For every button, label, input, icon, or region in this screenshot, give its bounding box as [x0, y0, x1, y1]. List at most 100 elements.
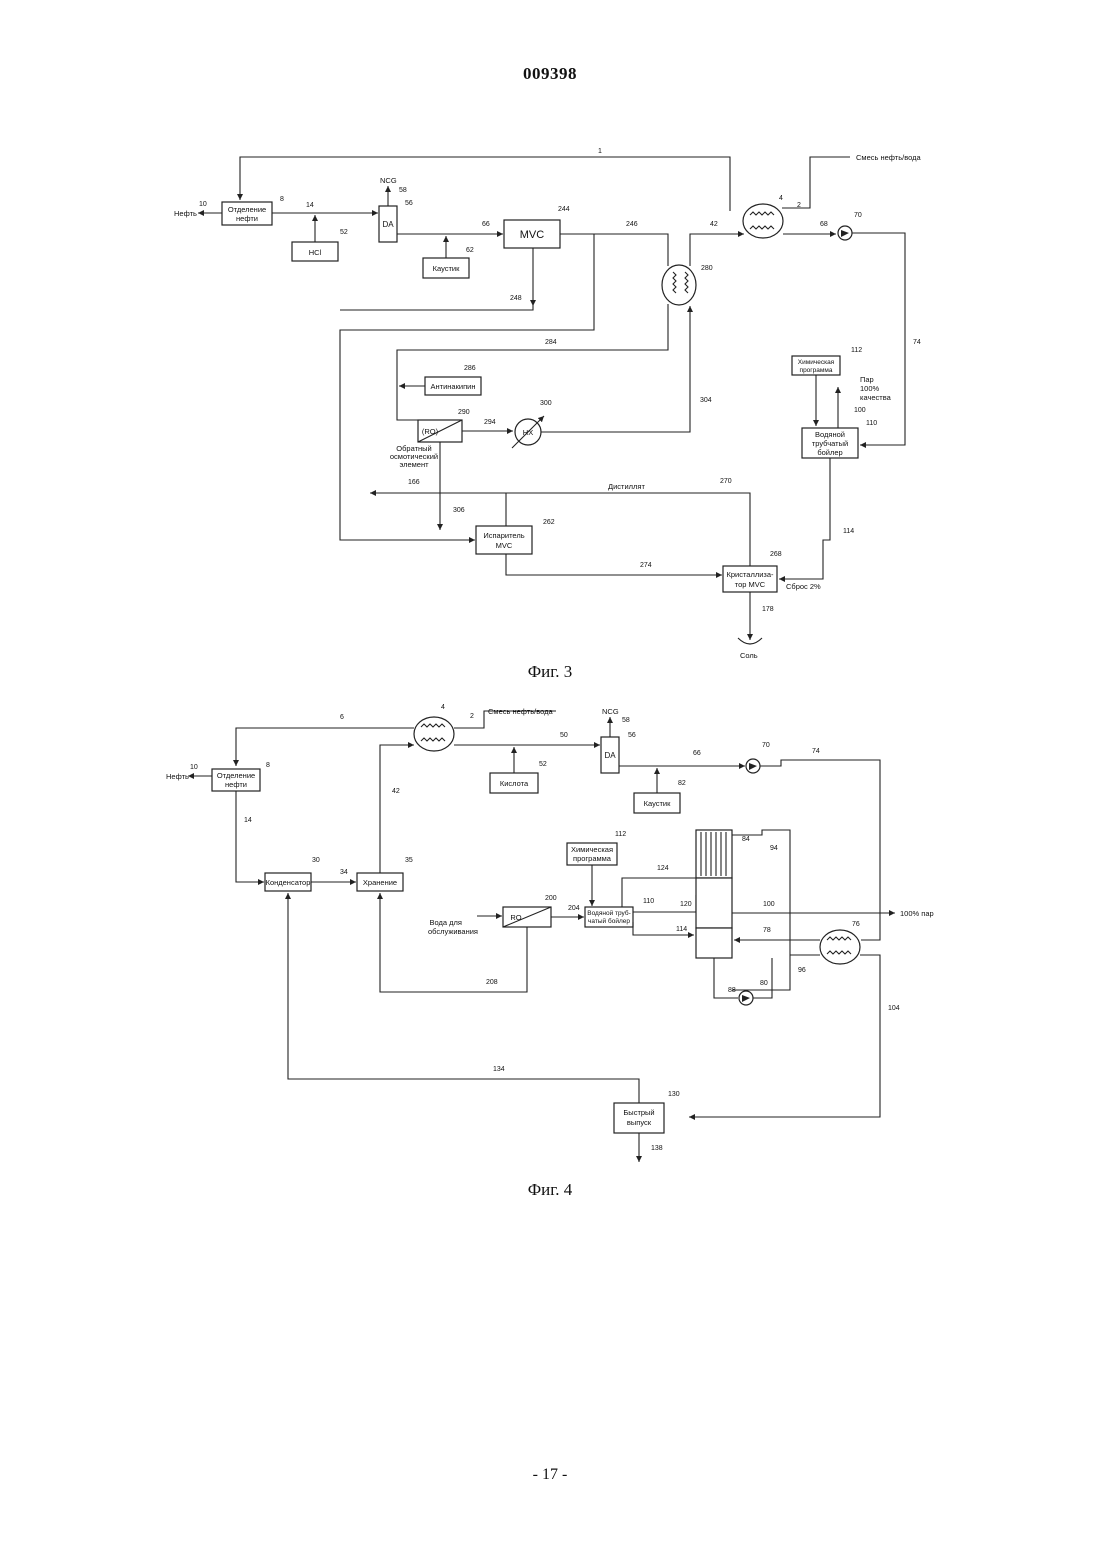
- fig3-salt-label: Соль: [740, 651, 758, 660]
- fig4-ref: 78: [763, 927, 771, 934]
- fig4-boiler-label: чатый бойлер: [588, 917, 630, 925]
- fig3-chem-program-label: программа: [800, 367, 833, 374]
- fig3-ref: 8: [280, 196, 284, 203]
- fig4-ref: 80: [760, 980, 768, 987]
- fig4-lower-drum: [696, 928, 732, 958]
- fig4-ref: 82: [678, 780, 686, 787]
- fig4-ref: 138: [651, 1145, 663, 1152]
- figure-3-caption: Фиг. 3: [0, 662, 1100, 682]
- fig3-caustic-label: Каустик: [433, 264, 460, 273]
- fig3-ref: 262: [543, 519, 555, 526]
- fig4-ref: 200: [545, 895, 557, 902]
- fig3-ro-label: (RO): [422, 427, 439, 436]
- fig4-ref: 14: [244, 817, 252, 824]
- fig3-heat-exchanger-280: [662, 265, 696, 305]
- fig4-ref: 50: [560, 732, 568, 739]
- fig4-heat-exchanger-4: [414, 717, 454, 751]
- fig4-ref: 35: [405, 857, 413, 864]
- fig3-heat-exchanger-4: [743, 204, 783, 238]
- fig3-ref: 10: [199, 201, 207, 208]
- fig3-distillate-label: Дистиллят: [608, 482, 645, 491]
- page-number: - 17 -: [0, 1466, 1100, 1484]
- fig3-ref: 58: [399, 187, 407, 194]
- fig4-chem-program-label: Химическая: [571, 845, 613, 854]
- fig3-ref: 52: [340, 229, 348, 236]
- fig4-acid-label: Кислота: [500, 779, 529, 788]
- fig3-ref: 178: [762, 606, 774, 613]
- fig4-ref: 208: [486, 979, 498, 986]
- fig4-ref: 6: [340, 714, 344, 721]
- fig4-condenser-label: Конденсатор: [266, 878, 311, 887]
- fig4-ref: 96: [798, 967, 806, 974]
- fig4-ref: 88: [728, 987, 736, 994]
- fig4-boiler-label: Водяной труб-: [587, 909, 631, 917]
- fig3-ref: 70: [854, 212, 862, 219]
- fig4-ref: 204: [568, 905, 580, 912]
- fig3-ro-element-label: элемент: [399, 460, 429, 469]
- fig3-ref: 110: [866, 420, 877, 427]
- fig4-ref: 70: [762, 742, 770, 749]
- fig4-ref: 134: [493, 1066, 505, 1073]
- fig4-ref: 58: [622, 717, 630, 724]
- fig4-oil-separation-label: нефти: [225, 780, 247, 789]
- fig3-ref: 244: [558, 206, 570, 213]
- fig3-ref: 4: [779, 195, 783, 202]
- fig4-flash-label: выпуск: [627, 1118, 652, 1127]
- fig3-ref: 100: [854, 407, 866, 414]
- fig4-chem-program-label: программа: [573, 854, 612, 863]
- fig3-ref: 68: [820, 221, 828, 228]
- fig3-blowdown-label: Сброс 2%: [786, 582, 821, 591]
- fig4-ref: 66: [693, 750, 701, 757]
- fig3-evaporator-label: MVC: [496, 541, 513, 550]
- fig4-ref: 94: [770, 845, 778, 852]
- fig4-ref: 8: [266, 762, 270, 769]
- figure-4-caption: Фиг. 4: [0, 1180, 1100, 1200]
- fig4-ref: 100: [763, 901, 775, 908]
- fig4-ref: 110: [643, 898, 654, 905]
- figure-4: 6 4 Смесь нефть/вода 2 Отделение нефти 8…: [166, 704, 934, 1162]
- fig3-evaporator-label: Испаритель: [483, 531, 524, 540]
- fig3-ref: 268: [770, 551, 782, 558]
- fig4-ref: 2: [470, 713, 474, 720]
- fig4-ncg-label: NCG: [602, 707, 619, 716]
- fig3-oil-separation-label: Отделение: [228, 205, 266, 214]
- fig4-ref: 30: [312, 857, 320, 864]
- fig4-ro-label: RO: [510, 913, 521, 922]
- fig4-service-water-label: обслуживания: [428, 927, 478, 936]
- fig3-ref: 246: [626, 221, 638, 228]
- fig3-ref: 112: [851, 347, 862, 354]
- fig3-crystallizer-label: тор MVC: [735, 580, 766, 589]
- fig3-ref: 248: [510, 295, 522, 302]
- fig4-ref: 112: [615, 831, 626, 838]
- fig3-ref: 294: [484, 419, 496, 426]
- fig3-ref: 290: [458, 409, 470, 416]
- fig3-ref: 42: [710, 221, 718, 228]
- fig4-ref: 130: [668, 1091, 680, 1098]
- fig3-steam-label: 100%: [860, 384, 880, 393]
- fig3-oil-label: Нефть: [174, 209, 197, 218]
- fig4-da-label: DA: [604, 751, 616, 760]
- fig4-ref: 124: [657, 865, 669, 872]
- fig4-steam-label: 100% пар: [900, 909, 934, 918]
- fig4-ref: 10: [190, 764, 198, 771]
- fig3-da-label: DA: [382, 220, 394, 229]
- fig3-boiler-label: Водяной: [815, 430, 845, 439]
- fig4-service-water-label: Вода для: [430, 918, 462, 927]
- fig4-ref: 120: [680, 901, 692, 908]
- fig3-ref: 284: [545, 339, 557, 346]
- fig4-ref: 56: [628, 732, 636, 739]
- fig3-ref: 274: [640, 562, 652, 569]
- fig4-flash-label: Быстрый: [623, 1108, 654, 1117]
- fig4-ref: 74: [812, 748, 820, 755]
- fig3-ref: 56: [405, 200, 413, 207]
- fig3-chem-program-label: Химическая: [798, 359, 835, 366]
- fig4-oil-label: Нефть: [166, 772, 189, 781]
- fig4-ref: 52: [539, 761, 547, 768]
- fig3-ref: 66: [482, 221, 490, 228]
- fig3-steam-label: качества: [860, 393, 892, 402]
- fig3-ref: 74: [913, 339, 921, 346]
- fig3-antiscalant-label: Антинакипин: [431, 382, 476, 391]
- fig4-ref: 84: [742, 836, 750, 843]
- fig4-ref: 34: [340, 869, 348, 876]
- fig3-oil-water-mix-label: Смесь нефть/вода: [856, 153, 922, 162]
